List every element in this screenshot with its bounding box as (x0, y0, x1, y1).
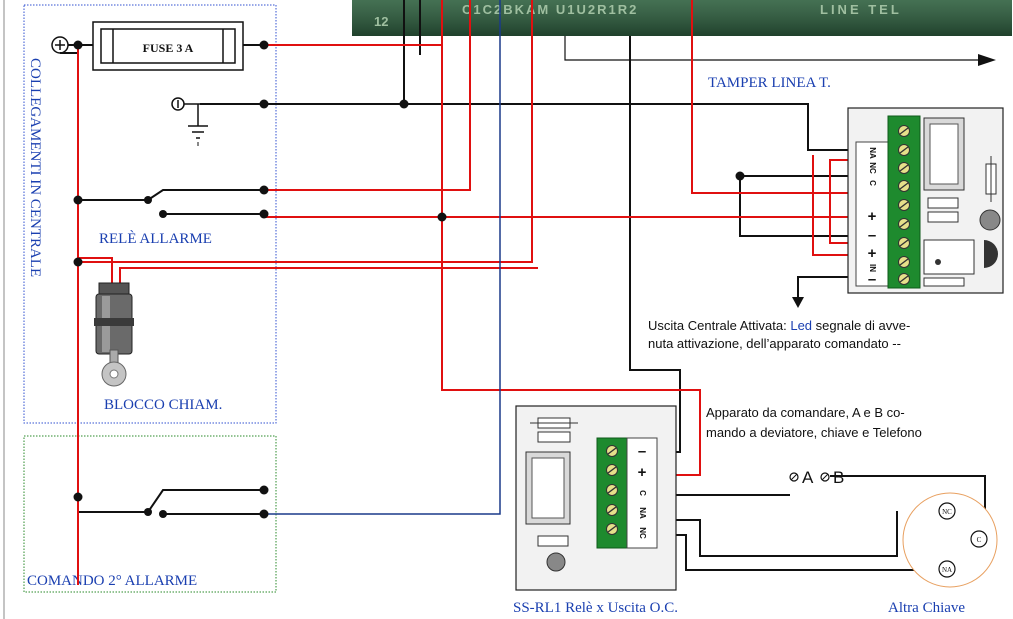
pcb-silk-left: 12 (374, 14, 388, 29)
other-key-c: C (977, 536, 982, 544)
red-wires (77, 0, 858, 585)
terminal-screw-slot (899, 164, 909, 172)
terminal-label: – (868, 271, 876, 288)
terminal-screw-slot (607, 525, 617, 533)
ground-terminal-icon (171, 97, 208, 146)
other-key-nc: NC (942, 508, 952, 516)
terminal-label: NC (868, 162, 877, 174)
module-bottom-labels: – + C NA NC (638, 443, 647, 539)
terminal-screw-slot (899, 275, 909, 283)
terminal-label: – (868, 227, 876, 244)
central-connections-panel (23, 4, 277, 424)
module-top-screws (898, 125, 910, 285)
plus-terminal-icon (51, 36, 69, 54)
switch-point-b: B (833, 468, 844, 487)
second-alarm-label: COMANDO 2° ALLARME (27, 573, 197, 589)
module-top (847, 107, 1004, 294)
output-note-line2: nuta attivazione, dell’apparato comandat… (648, 336, 901, 351)
device-note-line1: Apparato da comandare, A e B co- (706, 405, 905, 420)
terminal-screw-slot (899, 220, 909, 228)
tamper-label: TAMPER LINEA T. (708, 75, 831, 91)
key-switch-icon (94, 282, 134, 387)
pcb-silk-mid: C1C2BKAM U1U2R1R2 (462, 2, 638, 17)
fuse-label: FUSE 3 A (143, 41, 194, 55)
pcb-strip: 12 C1C2BKAM U1U2R1R2 LINE TEL (352, 0, 1012, 36)
terminal-screw-slot (899, 201, 909, 209)
output-note-line1: Uscita Centrale Attivata: Led segnale di… (648, 318, 910, 333)
terminal-screw-slot (899, 127, 909, 135)
fuse: FUSE 3 A (92, 21, 244, 71)
switch-point-a: A (802, 468, 814, 487)
terminal-label: C (868, 180, 877, 186)
tamper-line (564, 36, 978, 61)
output-arrow-icon (792, 297, 804, 308)
terminal-screw-slot (899, 146, 909, 154)
junction-dots (73, 40, 745, 519)
key-lock-label: BLOCCO CHIAM. (104, 397, 222, 413)
central-panel-title: COLLEGAMENTI IN CENTRALE (27, 58, 43, 277)
terminal-screw-slot (899, 258, 909, 266)
terminal-label: C (638, 490, 647, 496)
switch-a-b: A B (789, 468, 844, 487)
module-bottom (515, 405, 677, 591)
terminal-screw-slot (607, 447, 617, 455)
tamper-arrow-icon (978, 54, 996, 66)
terminal-screw-slot (607, 466, 617, 474)
module-bottom-caption: SS-RL1 Relè x Uscita O.C. (513, 600, 678, 616)
terminal-label: + (638, 464, 647, 481)
terminal-label: NC (638, 527, 647, 539)
module-bottom-screws (606, 445, 618, 535)
terminal-label: + (868, 245, 877, 262)
other-key-na: NA (942, 566, 952, 574)
terminal-label: NA (868, 147, 877, 159)
blue-wire (264, 0, 501, 515)
pcb-silk-right: LINE TEL (820, 2, 902, 17)
terminal-label: + (868, 208, 877, 225)
terminal-screw-slot (899, 182, 909, 190)
relay-alarm-label: RELÈ ALLARME (99, 230, 212, 247)
terminal-screw-slot (607, 486, 617, 494)
other-key-caption: Altra Chiave (888, 600, 965, 616)
other-key: NC C NA (902, 492, 998, 588)
terminal-screw-slot (607, 506, 617, 514)
terminal-label: – (638, 443, 646, 460)
device-note-line2: mando a deviatore, chiave e Telefono (706, 425, 922, 440)
terminal-screw-slot (899, 239, 909, 247)
terminal-label: IN (868, 264, 877, 272)
terminal-label: NA (638, 507, 647, 519)
